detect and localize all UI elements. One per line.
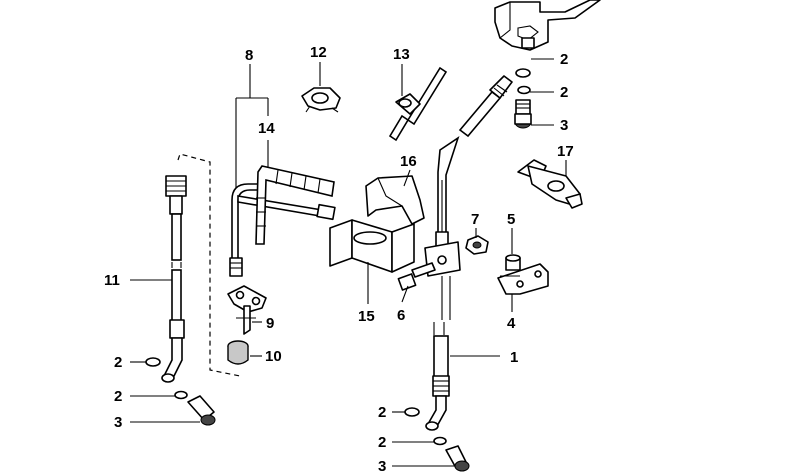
caliper-fragment [494, 0, 601, 51]
part-15-grommet [329, 219, 415, 273]
callout-12: 12 [310, 44, 327, 61]
part-1-brake-hose [424, 136, 461, 431]
callout-1: 1 [510, 349, 518, 366]
part-16-cover [365, 175, 425, 225]
callout-17: 17 [557, 143, 574, 160]
part-8-brake-line [229, 183, 336, 277]
callout-labels: 1 2 2 2 2 2 2 3 3 3 4 5 6 7 8 9 10 11 12… [104, 44, 574, 473]
callout-2-center-lower: 2 [378, 434, 386, 451]
callout-8: 8 [245, 47, 253, 64]
callout-11: 11 [104, 272, 120, 289]
part-4-bracket [497, 263, 549, 295]
upper-hose-segment [458, 75, 513, 138]
part-14-protective-sleeve [255, 165, 335, 245]
callout-4: 4 [507, 315, 516, 332]
part-5-bolt [500, 254, 521, 277]
part-7-nut [465, 235, 489, 255]
upper-washers-and-bolt [514, 68, 532, 129]
callout-16: 16 [400, 153, 417, 170]
part-6-bolt [397, 262, 436, 291]
callout-10: 10 [265, 348, 282, 365]
callout-3-left: 3 [114, 414, 122, 431]
leader-lines [130, 58, 567, 467]
callout-13: 13 [393, 46, 410, 63]
part-12-clip [301, 87, 341, 113]
lower-left-fittings [145, 357, 216, 426]
callout-3-center: 3 [378, 458, 386, 473]
callout-2-upper: 2 [560, 84, 568, 101]
part-13-hose-clip [388, 66, 448, 142]
callout-2-top: 2 [560, 51, 568, 68]
part-17-clamp [517, 159, 583, 209]
callout-3-top: 3 [560, 117, 568, 134]
callout-9: 9 [266, 315, 274, 332]
callout-15: 15 [358, 308, 375, 325]
part-9-holder [227, 285, 267, 335]
callout-2-left-lower: 2 [114, 388, 122, 405]
callout-14: 14 [258, 120, 275, 137]
part-10-grommet [227, 340, 249, 365]
part-11-brake-hose [161, 175, 187, 383]
callout-7: 7 [471, 211, 479, 228]
callout-5: 5 [507, 211, 515, 228]
callout-2-center-upper: 2 [378, 404, 386, 421]
callout-6: 6 [397, 307, 405, 324]
grouping-bracket [177, 153, 241, 377]
callout-2-left-upper: 2 [114, 354, 122, 371]
